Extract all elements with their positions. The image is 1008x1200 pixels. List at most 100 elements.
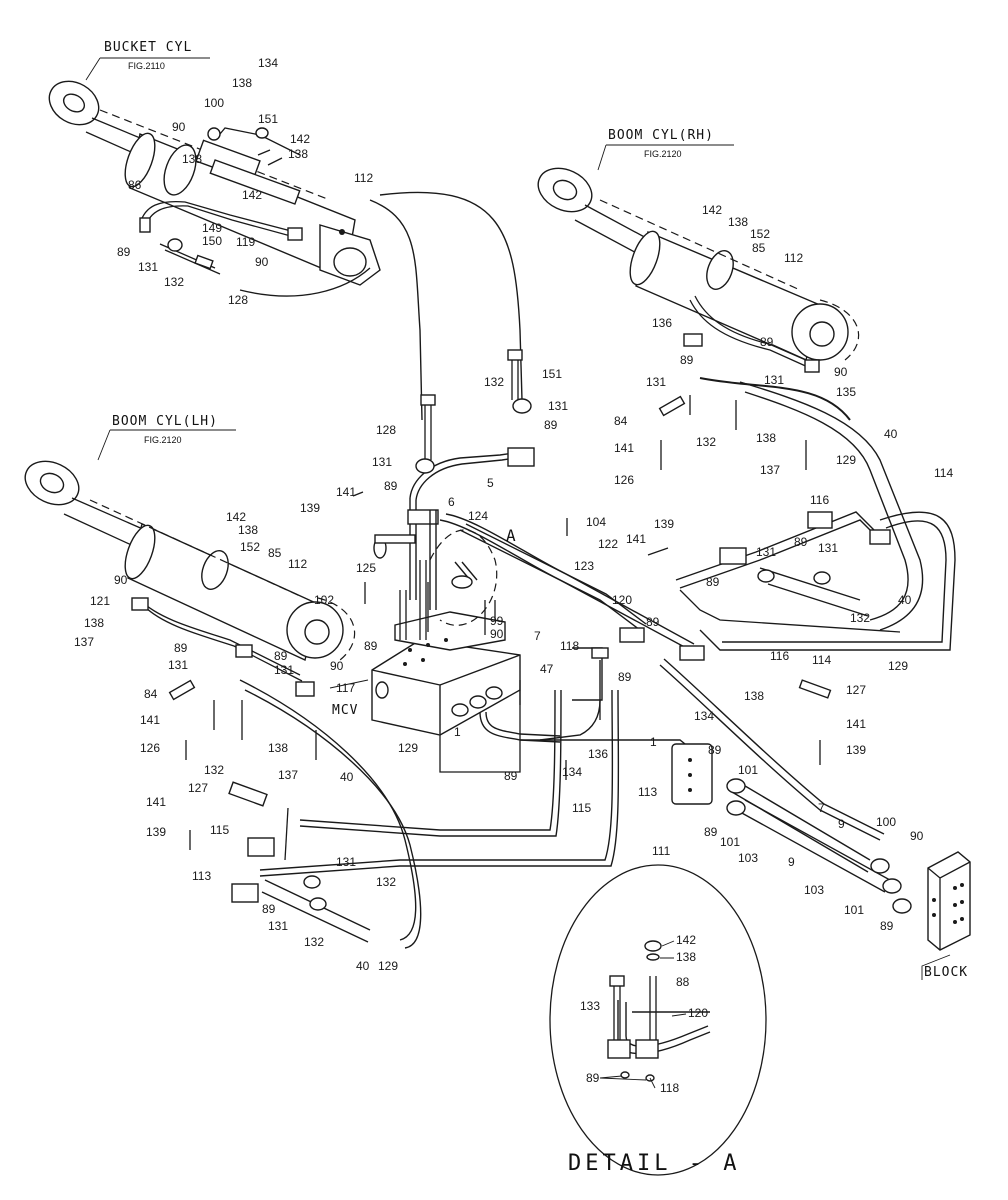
part-number: 89	[708, 743, 722, 757]
part-number: 104	[586, 515, 606, 529]
part-number: 131	[756, 545, 776, 559]
part-number: 134	[258, 56, 278, 70]
part-number: 118	[560, 639, 579, 653]
part-number: 139	[846, 743, 866, 757]
part-number: 128	[376, 423, 396, 437]
part-number: 124	[468, 509, 488, 523]
part-number: 89	[364, 639, 378, 653]
part-number: 129	[378, 959, 398, 973]
part-number: 133	[580, 999, 600, 1013]
part-number: 103	[738, 851, 758, 865]
part-number: 122	[598, 537, 618, 551]
part-number: 89	[117, 245, 131, 259]
part-number: 40	[884, 427, 898, 441]
part-number: 99	[490, 614, 504, 628]
part-number: 151	[258, 112, 278, 126]
part-number: 112	[288, 557, 307, 571]
part-number: 138	[182, 152, 202, 166]
part-number: 138	[238, 523, 258, 537]
part-number: 89	[794, 535, 808, 549]
label-bucket-cyl: BUCKET CYL	[104, 40, 192, 55]
part-number: 40	[340, 770, 354, 784]
part-number: 127	[846, 683, 866, 697]
part-number: 142	[702, 203, 722, 217]
part-number: 132	[304, 935, 324, 949]
part-number: 85	[752, 241, 766, 255]
part-number: 89	[646, 615, 660, 629]
part-number: 129	[888, 659, 908, 673]
part-number: 132	[484, 375, 504, 389]
part-number: 131	[274, 663, 294, 677]
part-number: 90	[490, 627, 504, 641]
part-number: 131	[818, 541, 838, 555]
bolts	[185, 349, 821, 850]
part-number: 132	[850, 611, 870, 625]
part-number: 131	[168, 658, 188, 672]
title-leaders	[85, 57, 734, 689]
part-number: 112	[354, 171, 373, 185]
part-number: 40	[898, 593, 912, 607]
part-number: 115	[572, 801, 591, 815]
part-number: 89	[760, 335, 774, 349]
part-number: 90	[910, 829, 924, 843]
part-number: 89	[174, 641, 188, 655]
part-number: 138	[84, 616, 104, 630]
part-number: 89	[274, 649, 288, 663]
part-number: 86	[128, 178, 142, 192]
part-number: 102	[314, 593, 334, 607]
part-number: 89	[544, 418, 558, 432]
part-number: 131	[548, 399, 568, 413]
part-number: 132	[696, 435, 716, 449]
part-number: 141	[626, 532, 646, 546]
bucket-cylinder	[48, 80, 523, 421]
part-numbers: 134 138 100 90 151 142 138 138 142 112 8…	[74, 56, 953, 1095]
part-number: 88	[676, 975, 690, 989]
part-number: 138	[268, 741, 288, 755]
part-number: 119	[236, 235, 255, 249]
part-number: 84	[144, 687, 158, 701]
part-number: 7	[818, 801, 825, 815]
part-number: 40	[356, 959, 370, 973]
part-number: 138	[288, 147, 308, 161]
part-number: 113	[192, 869, 211, 883]
part-number: 121	[90, 594, 110, 608]
part-number: 141	[614, 441, 634, 455]
part-number: 131	[268, 919, 288, 933]
label-block: BLOCK	[924, 965, 968, 980]
part-number: 150	[202, 234, 222, 248]
title-labels: BUCKET CYL FIG.2110 BOOM CYL(RH) FIG.212…	[104, 40, 968, 1176]
part-number: 7	[534, 629, 541, 643]
part-number: 116	[770, 649, 789, 663]
part-number: 141	[146, 795, 166, 809]
part-number: 100	[204, 96, 224, 110]
part-number: 126	[614, 473, 634, 487]
part-number: 136	[652, 316, 672, 330]
detail-leaders	[599, 940, 687, 1089]
part-number: 5	[487, 476, 494, 490]
part-number: 152	[240, 540, 260, 554]
part-number: 9	[788, 855, 795, 869]
part-number: 151	[542, 367, 562, 381]
part-number: 134	[694, 709, 714, 723]
part-number: 89	[618, 670, 632, 684]
part-number: 89	[704, 825, 718, 839]
part-number: 129	[836, 453, 856, 467]
part-number: 137	[760, 463, 780, 477]
part-number: 132	[164, 275, 184, 289]
boom-cylinder-rh	[537, 167, 924, 631]
part-number: 90	[114, 573, 128, 587]
label-boom-rh: BOOM CYL(RH)	[608, 128, 714, 143]
center-piping	[168, 395, 956, 943]
part-number: 149	[202, 221, 222, 235]
label-boom-lh: BOOM CYL(LH)	[112, 414, 218, 429]
part-number: 114	[812, 653, 831, 667]
part-number: 85	[268, 546, 282, 560]
part-number: 138	[676, 950, 696, 964]
part-number: 89	[706, 575, 720, 589]
part-number: 89	[880, 919, 894, 933]
part-number: 142	[676, 933, 696, 947]
label-bucket-fig: FIG.2110	[128, 61, 165, 71]
part-number: 89	[680, 353, 694, 367]
part-number: 90	[172, 120, 186, 134]
part-number: 89	[504, 769, 518, 783]
